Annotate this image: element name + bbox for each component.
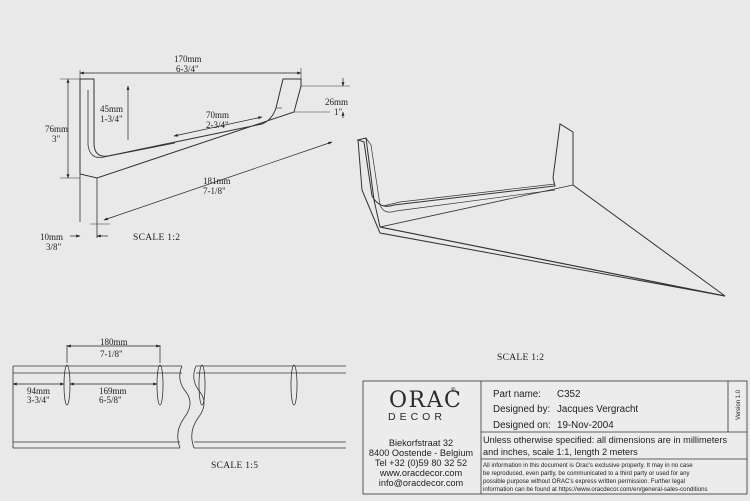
logo-orac: ORAC (389, 388, 462, 413)
email-link[interactable]: info@oracdecor.com (379, 478, 464, 488)
dim-inner-spacing-in: 6-5/8" (99, 395, 122, 405)
dim-left-offset-in: 3-3/4" (27, 395, 50, 405)
section-profile-outer (79, 78, 302, 179)
designed-on-label: Designed on: (493, 420, 551, 431)
plan-clip-4 (290, 364, 298, 406)
logo-decor: DECOR (388, 411, 446, 423)
dim-height: 76mm (45, 124, 68, 134)
dim-base-offset: 10mm (40, 232, 63, 242)
spec-line-1: Unless otherwise specified: all dimensio… (483, 435, 727, 445)
section-dimensions (66, 71, 345, 238)
plan-dimensions (12, 344, 161, 386)
dim-left-offset: 94mm (27, 386, 50, 396)
dim-spacing: 180mm (100, 337, 128, 347)
dim-inner-flat-in: 2-3/4" (206, 120, 229, 130)
dim-inner-height-in: 1-3/4" (100, 114, 123, 124)
designed-by-label: Designed by: (493, 404, 550, 415)
logo-registered-mark: ® (451, 387, 456, 394)
isometric-view (356, 123, 726, 297)
iso-scale-label: SCALE 1:2 (497, 353, 544, 363)
iso-outline (356, 123, 726, 297)
legal-line-2: be reproduced, even partly, be communica… (483, 470, 690, 477)
part-name-value: C352 (557, 389, 580, 400)
title-block: ORAC ® DECOR Biekorfstraat 32 8400 Ooste… (362, 380, 748, 495)
legal-line-1: All information in this document is Orac… (483, 462, 693, 469)
phone-number: Tel +32 (0)59 80 32 52 (375, 458, 467, 468)
dim-right-lip-in: 1" (334, 107, 343, 117)
plan-view (12, 364, 346, 449)
version-label: Version 1.0 (736, 389, 742, 420)
part-name-label: Part name: (493, 389, 541, 400)
address-city: 8400 Oostende - Belgium (369, 448, 474, 458)
dim-width-in: 6-3/4" (176, 64, 199, 74)
dim-inner-flat: 70mm (206, 110, 229, 120)
section-scale-label: SCALE 1:2 (133, 233, 180, 243)
section-dimension-labels: 170mm 6-3/4" 76mm 3" 45mm 1-3/4" 70mm 2-… (40, 54, 348, 252)
legal-line-4: information can be found at https://www.… (483, 486, 708, 493)
plan-clip-2 (156, 364, 164, 406)
dim-diagonal-in: 7-1/8" (203, 186, 226, 196)
dim-width: 170mm (174, 54, 202, 64)
plan-clip-3 (198, 364, 206, 406)
spec-line-2: and inches, scale 1:1, length 2 meters (483, 447, 638, 457)
plan-dimension-labels: 180mm 7-1/8" 94mm 3-3/4" 169mm 6-5/8" SC… (27, 337, 258, 471)
legal-line-3: possible purpose without ORAC's express … (483, 478, 685, 485)
dim-diagonal: 181mm (203, 176, 231, 186)
dim-height-in: 3" (52, 134, 61, 144)
dim-inner-spacing: 169mm (99, 386, 127, 396)
dim-right-lip: 26mm (325, 97, 348, 107)
dim-spacing-in: 7-1/8" (100, 349, 123, 359)
website-link[interactable]: www.oracdecor.com (379, 468, 463, 478)
plan-scale-label: SCALE 1:5 (211, 461, 258, 471)
address-street: Biekorfstraat 32 (389, 438, 453, 448)
dim-inner-height: 45mm (100, 104, 123, 114)
designed-by-value: Jacques Vergracht (557, 404, 638, 415)
dim-base-offset-in: 3/8" (46, 242, 62, 252)
plan-clip-1 (63, 364, 71, 406)
designed-on-value: 19-Nov-2004 (557, 420, 614, 431)
section-view (60, 68, 350, 238)
